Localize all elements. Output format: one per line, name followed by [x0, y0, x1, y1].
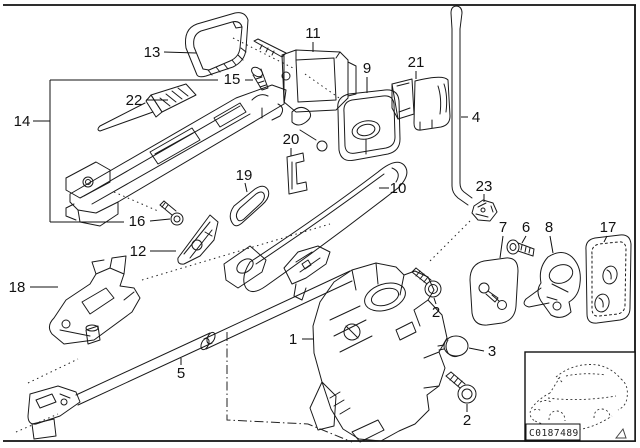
part-label-6[interactable]: 6: [521, 219, 530, 244]
corner-mark-icon: [614, 427, 627, 439]
part-label-15[interactable]: 15: [224, 71, 253, 88]
part-number-3[interactable]: 3: [488, 343, 496, 360]
part-label-3[interactable]: 3: [468, 343, 496, 360]
part-number-2b[interactable]: 2: [463, 412, 471, 429]
part-number-8[interactable]: 8: [545, 219, 553, 236]
part-label-14[interactable]: 14: [14, 79, 218, 223]
part-number-6[interactable]: 6: [522, 219, 530, 236]
part-label-2b[interactable]: 2: [463, 404, 471, 429]
part-number-22[interactable]: 22: [126, 92, 143, 109]
part-11-lock-cylinder: [253, 38, 357, 113]
part-number-2a[interactable]: 2: [432, 304, 440, 321]
part-23-clip: [471, 199, 498, 222]
part-number-16[interactable]: 16: [129, 213, 146, 230]
vehicle-inset: C0187489: [524, 351, 636, 442]
part-number-23[interactable]: 23: [476, 178, 493, 195]
part-6-screw: [506, 239, 535, 257]
assembly-guide-lines: [15, 37, 471, 443]
part-number-15[interactable]: 15: [224, 71, 241, 88]
leader-line-16: [149, 218, 171, 222]
part-label-13[interactable]: 13: [144, 44, 197, 61]
leader-line-6: [521, 235, 527, 244]
part-4-rod: [450, 5, 473, 206]
part-number-20[interactable]: 20: [283, 131, 300, 148]
part-label-17[interactable]: 17: [600, 219, 617, 243]
part-label-21[interactable]: 21: [408, 54, 425, 79]
part-13-seal: [185, 12, 249, 78]
part-7-gasket: [469, 257, 519, 326]
part-17-cover: [585, 234, 632, 324]
part-1-lock-actuator: [309, 262, 448, 443]
leader-line-13: [163, 51, 197, 54]
leader-line-19: [244, 182, 248, 193]
part-19-gasket: [229, 185, 270, 227]
part-label-5[interactable]: 5: [177, 358, 185, 382]
part-18-bracket: [48, 255, 141, 345]
part-label-10[interactable]: 10: [379, 180, 406, 197]
part-22-pad: [97, 83, 197, 132]
part-label-23[interactable]: 23: [476, 178, 493, 202]
part-number-19[interactable]: 19: [236, 167, 253, 184]
car-silhouette: [529, 364, 628, 431]
part-label-8[interactable]: 8: [545, 219, 554, 254]
part-label-9[interactable]: 9: [363, 60, 371, 93]
part-label-16[interactable]: 16: [129, 213, 171, 230]
part-number-12[interactable]: 12: [130, 243, 147, 260]
part-8-striker: [523, 252, 581, 318]
leader-line-3: [468, 347, 485, 352]
part-number-1[interactable]: 1: [289, 331, 297, 348]
part-label-20[interactable]: 20: [283, 131, 300, 156]
part-number-11[interactable]: 11: [305, 25, 321, 42]
part-12-bracket: [177, 214, 219, 265]
part-number-17[interactable]: 17: [600, 219, 617, 236]
part-label-11[interactable]: 11: [305, 25, 321, 52]
part-number-18[interactable]: 18: [9, 279, 26, 296]
part-label-1[interactable]: 1: [289, 331, 313, 348]
part-10-handle: [223, 161, 408, 301]
part-number-4[interactable]: 4: [472, 109, 480, 126]
part-21-plug: [391, 76, 451, 131]
part-number-21[interactable]: 21: [408, 54, 425, 71]
part-label-2a[interactable]: 2: [432, 297, 440, 321]
part-number-13[interactable]: 13: [144, 44, 161, 61]
part-label-19[interactable]: 19: [236, 167, 253, 193]
leader-line-2a: [433, 297, 437, 305]
leader-line-8: [549, 235, 554, 254]
part-label-18[interactable]: 18: [9, 279, 58, 296]
part-number-9[interactable]: 9: [363, 60, 371, 77]
part-label-7[interactable]: 7: [499, 219, 507, 259]
part-5-bar: [27, 270, 353, 440]
part-label-22[interactable]: 22: [126, 92, 168, 109]
leader-line-17: [603, 235, 608, 243]
part-number-10[interactable]: 10: [390, 180, 407, 197]
part-2-screw-lower: [445, 371, 477, 404]
leader-line-7: [499, 235, 504, 259]
part-number-14[interactable]: 14: [14, 113, 31, 130]
part-label-4[interactable]: 4: [461, 109, 480, 126]
part-2-screw-upper: [411, 267, 442, 298]
part-20-clip: [286, 152, 308, 195]
diagram-code: C0187489: [529, 428, 579, 439]
part-16-screw: [159, 200, 184, 226]
part-15-bolt: [251, 66, 269, 91]
part-3-cap: [437, 335, 469, 358]
part-9-cover: [337, 89, 401, 161]
part-14-carrier: [65, 84, 328, 227]
part-number-7[interactable]: 7: [499, 219, 507, 236]
part-number-5[interactable]: 5: [177, 365, 185, 382]
part-label-12[interactable]: 12: [130, 243, 176, 260]
